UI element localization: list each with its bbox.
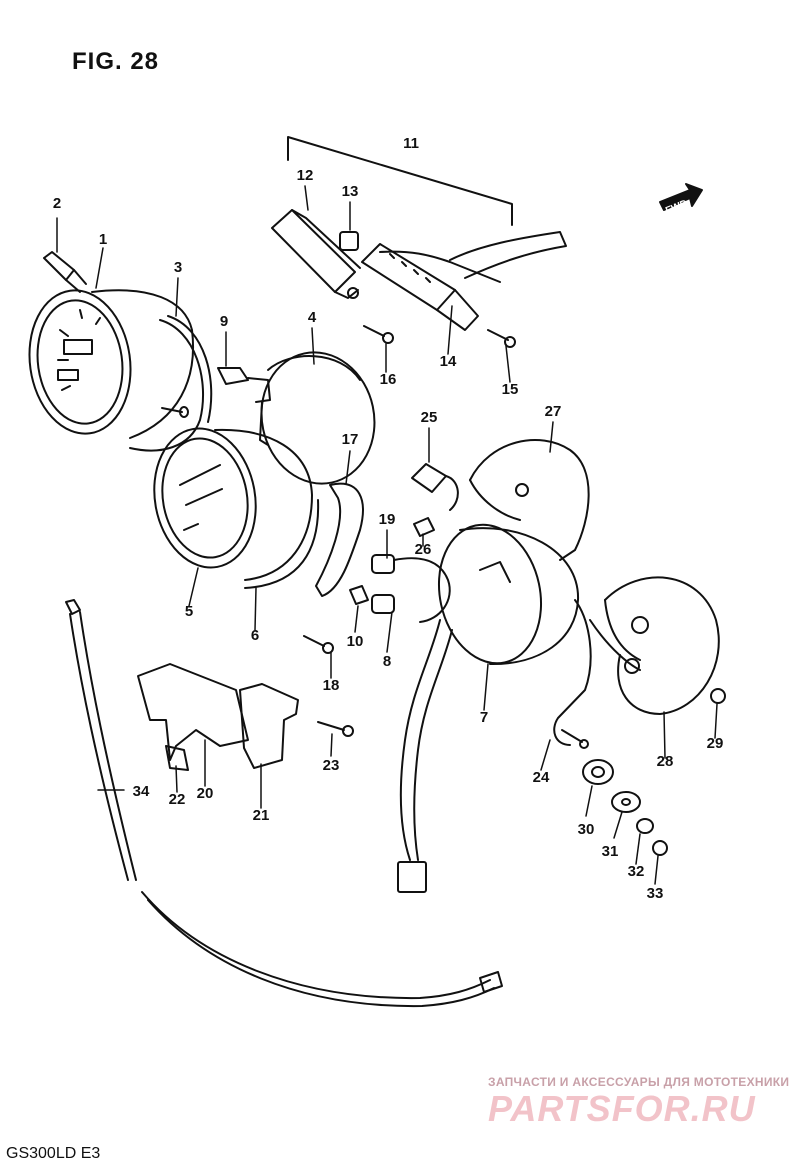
callout-5: 5 [185, 603, 193, 620]
callout-3: 3 [174, 259, 182, 276]
part-30-cushion [582, 759, 614, 785]
group-bracket-11 [287, 136, 513, 226]
callout-26: 26 [415, 541, 432, 558]
part-17-cushion [315, 482, 364, 597]
callout-24: 24 [533, 769, 550, 786]
part-25-clip [411, 463, 459, 511]
part-31-washer [611, 791, 641, 813]
part-19-socket [371, 554, 395, 614]
part-26-grommet [413, 517, 435, 537]
callout-4: 4 [308, 309, 317, 326]
part-10-grommet [349, 585, 369, 605]
callout-18: 18 [323, 677, 340, 694]
callout-6: 6 [251, 627, 259, 644]
part-16-screw [363, 325, 394, 344]
callout-17: 17 [342, 431, 359, 448]
callout-8: 8 [383, 653, 391, 670]
model-code: GS300LD E3 [6, 1145, 101, 1162]
callout-27: 27 [545, 403, 562, 420]
callout-32: 32 [628, 863, 645, 880]
part-29-nut [710, 688, 726, 704]
callout-23: 23 [323, 757, 340, 774]
part-28-cover [604, 576, 720, 715]
callout-25: 25 [421, 409, 438, 426]
callout-14: 14 [440, 353, 457, 370]
watermark-logo: PARTSFOR.RU [488, 1088, 756, 1129]
part-12-switch [271, 209, 361, 299]
part-9-socket [217, 367, 271, 446]
figure-title: FIG. 28 [72, 48, 160, 75]
fwd-arrow-icon [659, 183, 703, 211]
callout-33: 33 [647, 885, 664, 902]
callout-22: 22 [169, 791, 186, 808]
part-18-screw [303, 635, 334, 654]
part-2-bulb [43, 251, 87, 293]
callout-9: 9 [220, 313, 228, 330]
part-33-nut [652, 840, 668, 856]
part-24-bracket [553, 599, 641, 749]
part-5-speedometer [153, 427, 313, 581]
part-4-case [260, 351, 376, 485]
callout-10: 10 [347, 633, 364, 650]
callout-15: 15 [502, 381, 519, 398]
part-21-cover [239, 683, 299, 769]
callout-28: 28 [657, 753, 674, 770]
callout-13: 13 [342, 183, 359, 200]
part-15-screw [487, 329, 516, 348]
part-6-ring [244, 499, 320, 589]
callout-20: 20 [197, 785, 214, 802]
callout-2: 2 [53, 195, 61, 212]
callout-12: 12 [297, 167, 314, 184]
part-20-holder [137, 663, 249, 761]
leader-lines [56, 185, 718, 885]
part-3-ring [129, 315, 213, 452]
part-14-connector [361, 231, 567, 331]
callout-34: 34 [133, 783, 150, 800]
part-23-screw [317, 721, 354, 737]
part-34-cable [65, 599, 503, 1008]
callout-11: 11 [403, 135, 419, 152]
callout-29: 29 [707, 735, 724, 752]
part-22-strap [165, 745, 189, 771]
watermark-caption: ЗАПЧАСТИ И АКСЕССУАРЫ ДЛЯ МОТОТЕХНИКИ [488, 1075, 790, 1089]
part-8-harness [393, 557, 453, 893]
callout-30: 30 [578, 821, 595, 838]
callout-7: 7 [480, 709, 488, 726]
part-7-case [437, 523, 580, 666]
part-27-cover [469, 439, 590, 561]
callout-1: 1 [99, 231, 107, 248]
callout-21: 21 [253, 807, 270, 824]
callout-31: 31 [602, 843, 619, 860]
callout-19: 19 [379, 511, 396, 528]
part-32-washer [636, 818, 654, 834]
callout-numbers: 1234567891011121314151617181920212223242… [53, 135, 724, 902]
part-13-lamp [339, 231, 359, 251]
callout-16: 16 [380, 371, 397, 388]
part-1-tachometer [28, 289, 194, 439]
